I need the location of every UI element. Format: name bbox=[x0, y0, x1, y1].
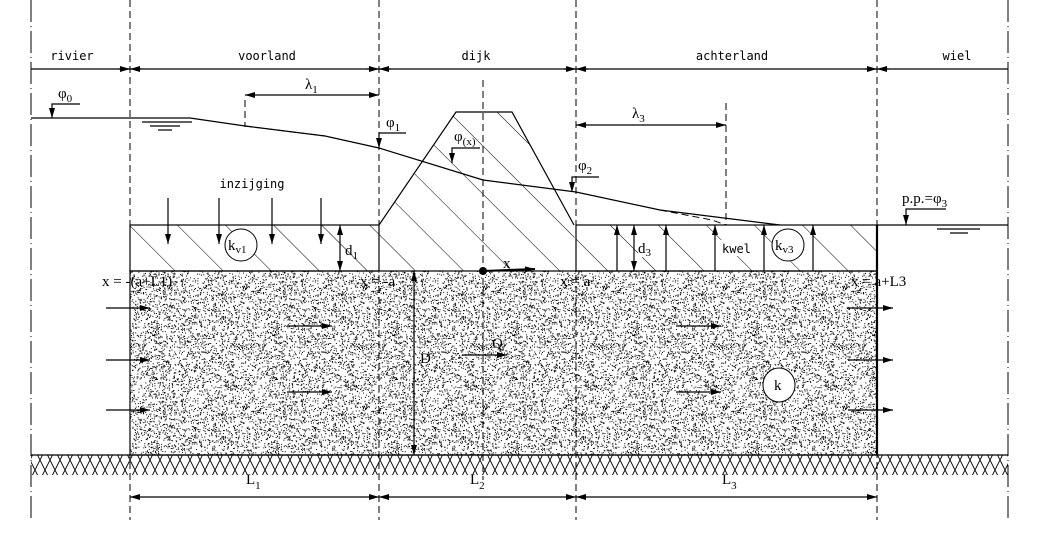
zone-voorland: voorland bbox=[238, 49, 296, 63]
d3-label: d3 bbox=[638, 241, 652, 259]
k-label: k bbox=[774, 378, 782, 394]
lambda3-label: λ3 bbox=[632, 106, 645, 125]
kwel-label: kwel bbox=[722, 242, 751, 256]
lambda1-label: λ1 bbox=[305, 77, 318, 96]
phix-label: φ(x) bbox=[454, 129, 476, 148]
seepage-arrows bbox=[614, 225, 816, 271]
L2-label: L2 bbox=[470, 472, 485, 492]
phi2-label: φ2 bbox=[578, 158, 592, 177]
zone-achterland: achterland bbox=[696, 49, 768, 63]
inzijging-label: inzijging bbox=[219, 177, 284, 191]
phi0-label: φ0 bbox=[58, 86, 73, 105]
kv3-label: kv3 bbox=[775, 238, 794, 256]
zone-dijk: dijk bbox=[462, 49, 492, 63]
x-axis-label: x bbox=[503, 256, 511, 272]
sand-aquifer bbox=[129, 270, 878, 456]
x-left-label: x = -(a+L1) bbox=[102, 274, 172, 290]
L3-label: L3 bbox=[722, 472, 737, 492]
Q-label: Q bbox=[492, 336, 503, 352]
x-a-label: x = a bbox=[560, 274, 590, 290]
kv1-label: kv1 bbox=[228, 238, 247, 256]
D-label: D bbox=[420, 351, 431, 367]
zone-wiel: wiel bbox=[943, 49, 972, 63]
impermeable-base bbox=[31, 455, 1008, 475]
x-minus-a-label: x = -a bbox=[360, 274, 395, 290]
zone-rivier: rivier bbox=[50, 49, 93, 63]
flow-arrows bbox=[106, 305, 893, 413]
d1-label: d1 bbox=[345, 243, 358, 262]
phi1-label: φ1 bbox=[386, 115, 400, 134]
kv3-circle bbox=[771, 228, 805, 262]
dike-body bbox=[379, 112, 576, 271]
kv1-circle bbox=[224, 228, 258, 262]
dike-outline bbox=[378, 111, 575, 226]
L1-label: L1 bbox=[246, 472, 261, 492]
k-circle bbox=[762, 367, 796, 403]
x-right-label: x = a+L3 bbox=[851, 274, 906, 290]
infiltration-arrows bbox=[165, 198, 324, 244]
pp-phi3-label: p.p.=φ3 bbox=[902, 191, 948, 210]
